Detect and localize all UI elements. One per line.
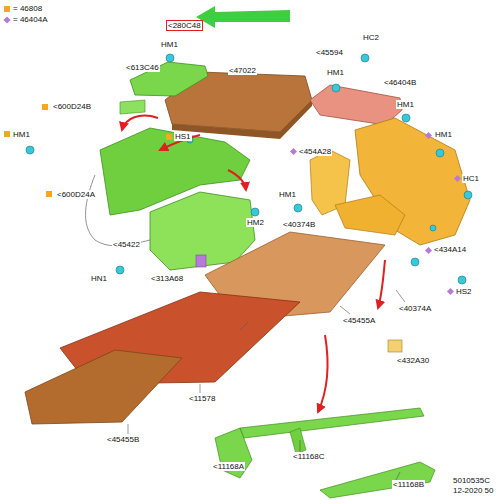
callout-number: <46404B [383, 78, 417, 87]
support-bar [240, 408, 424, 438]
callout-number: <11578 [188, 394, 216, 403]
callout-number: 5010535C [452, 476, 491, 485]
direction-arrow [228, 170, 246, 190]
legend-text: = 46404A [13, 15, 47, 24]
callout-number: <40374A [398, 304, 432, 313]
callout-number: HS2 [455, 287, 473, 296]
callout-number: HM2 [246, 218, 265, 227]
callout-number: <600D24A [56, 190, 96, 199]
callout-number: <45422 [112, 240, 141, 249]
callout-number: <280C48 [166, 20, 203, 31]
wire [86, 175, 150, 246]
callout-number: HS1 [174, 132, 192, 141]
clip-part [388, 340, 402, 352]
floor-cover [25, 350, 182, 424]
legend-entry: = 46404A [4, 15, 47, 24]
callout-number: <600D24B [52, 102, 92, 111]
parcel-shelf-edge [172, 100, 312, 139]
callout-number: <313A68 [150, 274, 184, 283]
callout-number: <432A30 [396, 356, 430, 365]
callout-number: <45455A [342, 316, 376, 325]
lower-trim [335, 195, 405, 235]
support-bar [290, 428, 306, 454]
legend-text: = 46808 [13, 4, 42, 13]
callout-number: 12-2020 50 [452, 486, 494, 495]
trim-panel [310, 85, 402, 125]
direction-arrow [318, 335, 328, 412]
callout-number: <45455B [106, 435, 140, 444]
callout-number: <45594 [315, 48, 344, 57]
callout-number: HC1 [462, 174, 480, 183]
note-marker [4, 104, 172, 197]
callout-number: HN1 [90, 274, 108, 283]
small-trim [120, 100, 145, 114]
legend-swatch [4, 6, 10, 12]
callout-number: HM1 [278, 190, 297, 199]
legend-swatch [3, 16, 10, 23]
callout-number: <613C46 [125, 63, 160, 72]
callout-number: HM1 [12, 130, 31, 139]
leader-line [128, 290, 405, 480]
support-bar [320, 462, 435, 498]
clip [26, 54, 472, 284]
callout-number: <40374B [282, 220, 316, 229]
pointer-arrow [196, 6, 290, 28]
callout-number: HM1 [326, 68, 345, 77]
callout-number: <11168C [292, 452, 326, 461]
callout-number: HM1 [160, 40, 179, 49]
note-marker [290, 132, 461, 295]
callout-number: HM1 [396, 100, 415, 109]
callout-number: HM1 [434, 130, 453, 139]
direction-arrow [378, 260, 385, 308]
callout-number: <47022 [228, 66, 257, 75]
callout-number: HC2 [362, 33, 380, 42]
direction-arrow [122, 116, 158, 130]
callout-number: <454A28 [298, 147, 332, 156]
callout-number: <434A14 [433, 245, 467, 254]
callout-number: <11168A [212, 462, 245, 471]
legend-entry: = 46808 [4, 4, 42, 13]
bracket [196, 255, 206, 267]
callout-number: <11168B [392, 480, 425, 489]
